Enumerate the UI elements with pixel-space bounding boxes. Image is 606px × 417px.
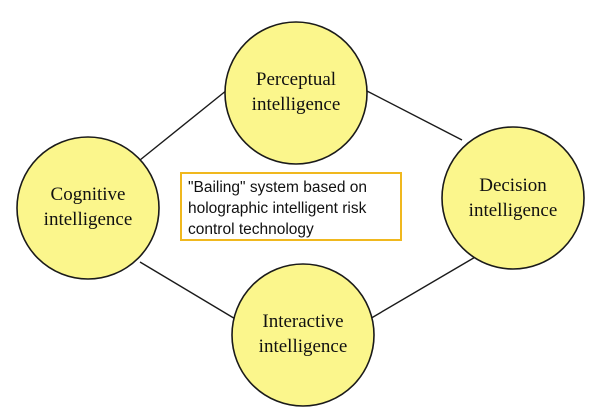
- node-decision-label-line1: Decision: [479, 175, 547, 196]
- node-interactive: Interactive intelligence: [231, 263, 375, 407]
- node-decision: Decision intelligence: [441, 126, 585, 270]
- node-cognitive-label-line2: intelligence: [44, 209, 133, 230]
- node-cognitive-circle: [16, 136, 160, 280]
- node-perceptual-circle: [224, 21, 368, 165]
- connector-cognitive-interactive: [139, 261, 238, 321]
- node-cognitive: Cognitive intelligence: [16, 136, 160, 280]
- node-interactive-label-line2: intelligence: [259, 336, 348, 357]
- connector-interactive-decision: [367, 255, 478, 321]
- center-system-box: "Bailing" system based on holographic in…: [180, 172, 402, 241]
- node-decision-circle: [441, 126, 585, 270]
- node-interactive-label-line1: Interactive: [262, 311, 343, 332]
- node-perceptual: Perceptual intelligence: [224, 21, 368, 165]
- center-text-line3: control technology: [188, 221, 314, 238]
- node-decision-label-line2: intelligence: [469, 200, 558, 221]
- node-cognitive-label-line1: Cognitive: [51, 184, 126, 205]
- center-text-line1: "Bailing" system based on: [188, 179, 368, 196]
- connector-cognitive-perceptual: [139, 89, 228, 161]
- connector-perceptual-decision: [364, 89, 463, 141]
- node-perceptual-label-line1: Perceptual: [256, 69, 336, 90]
- center-text-line2: holographic intelligent risk: [188, 200, 367, 217]
- node-perceptual-label-line2: intelligence: [252, 94, 341, 115]
- node-interactive-circle: [231, 263, 375, 407]
